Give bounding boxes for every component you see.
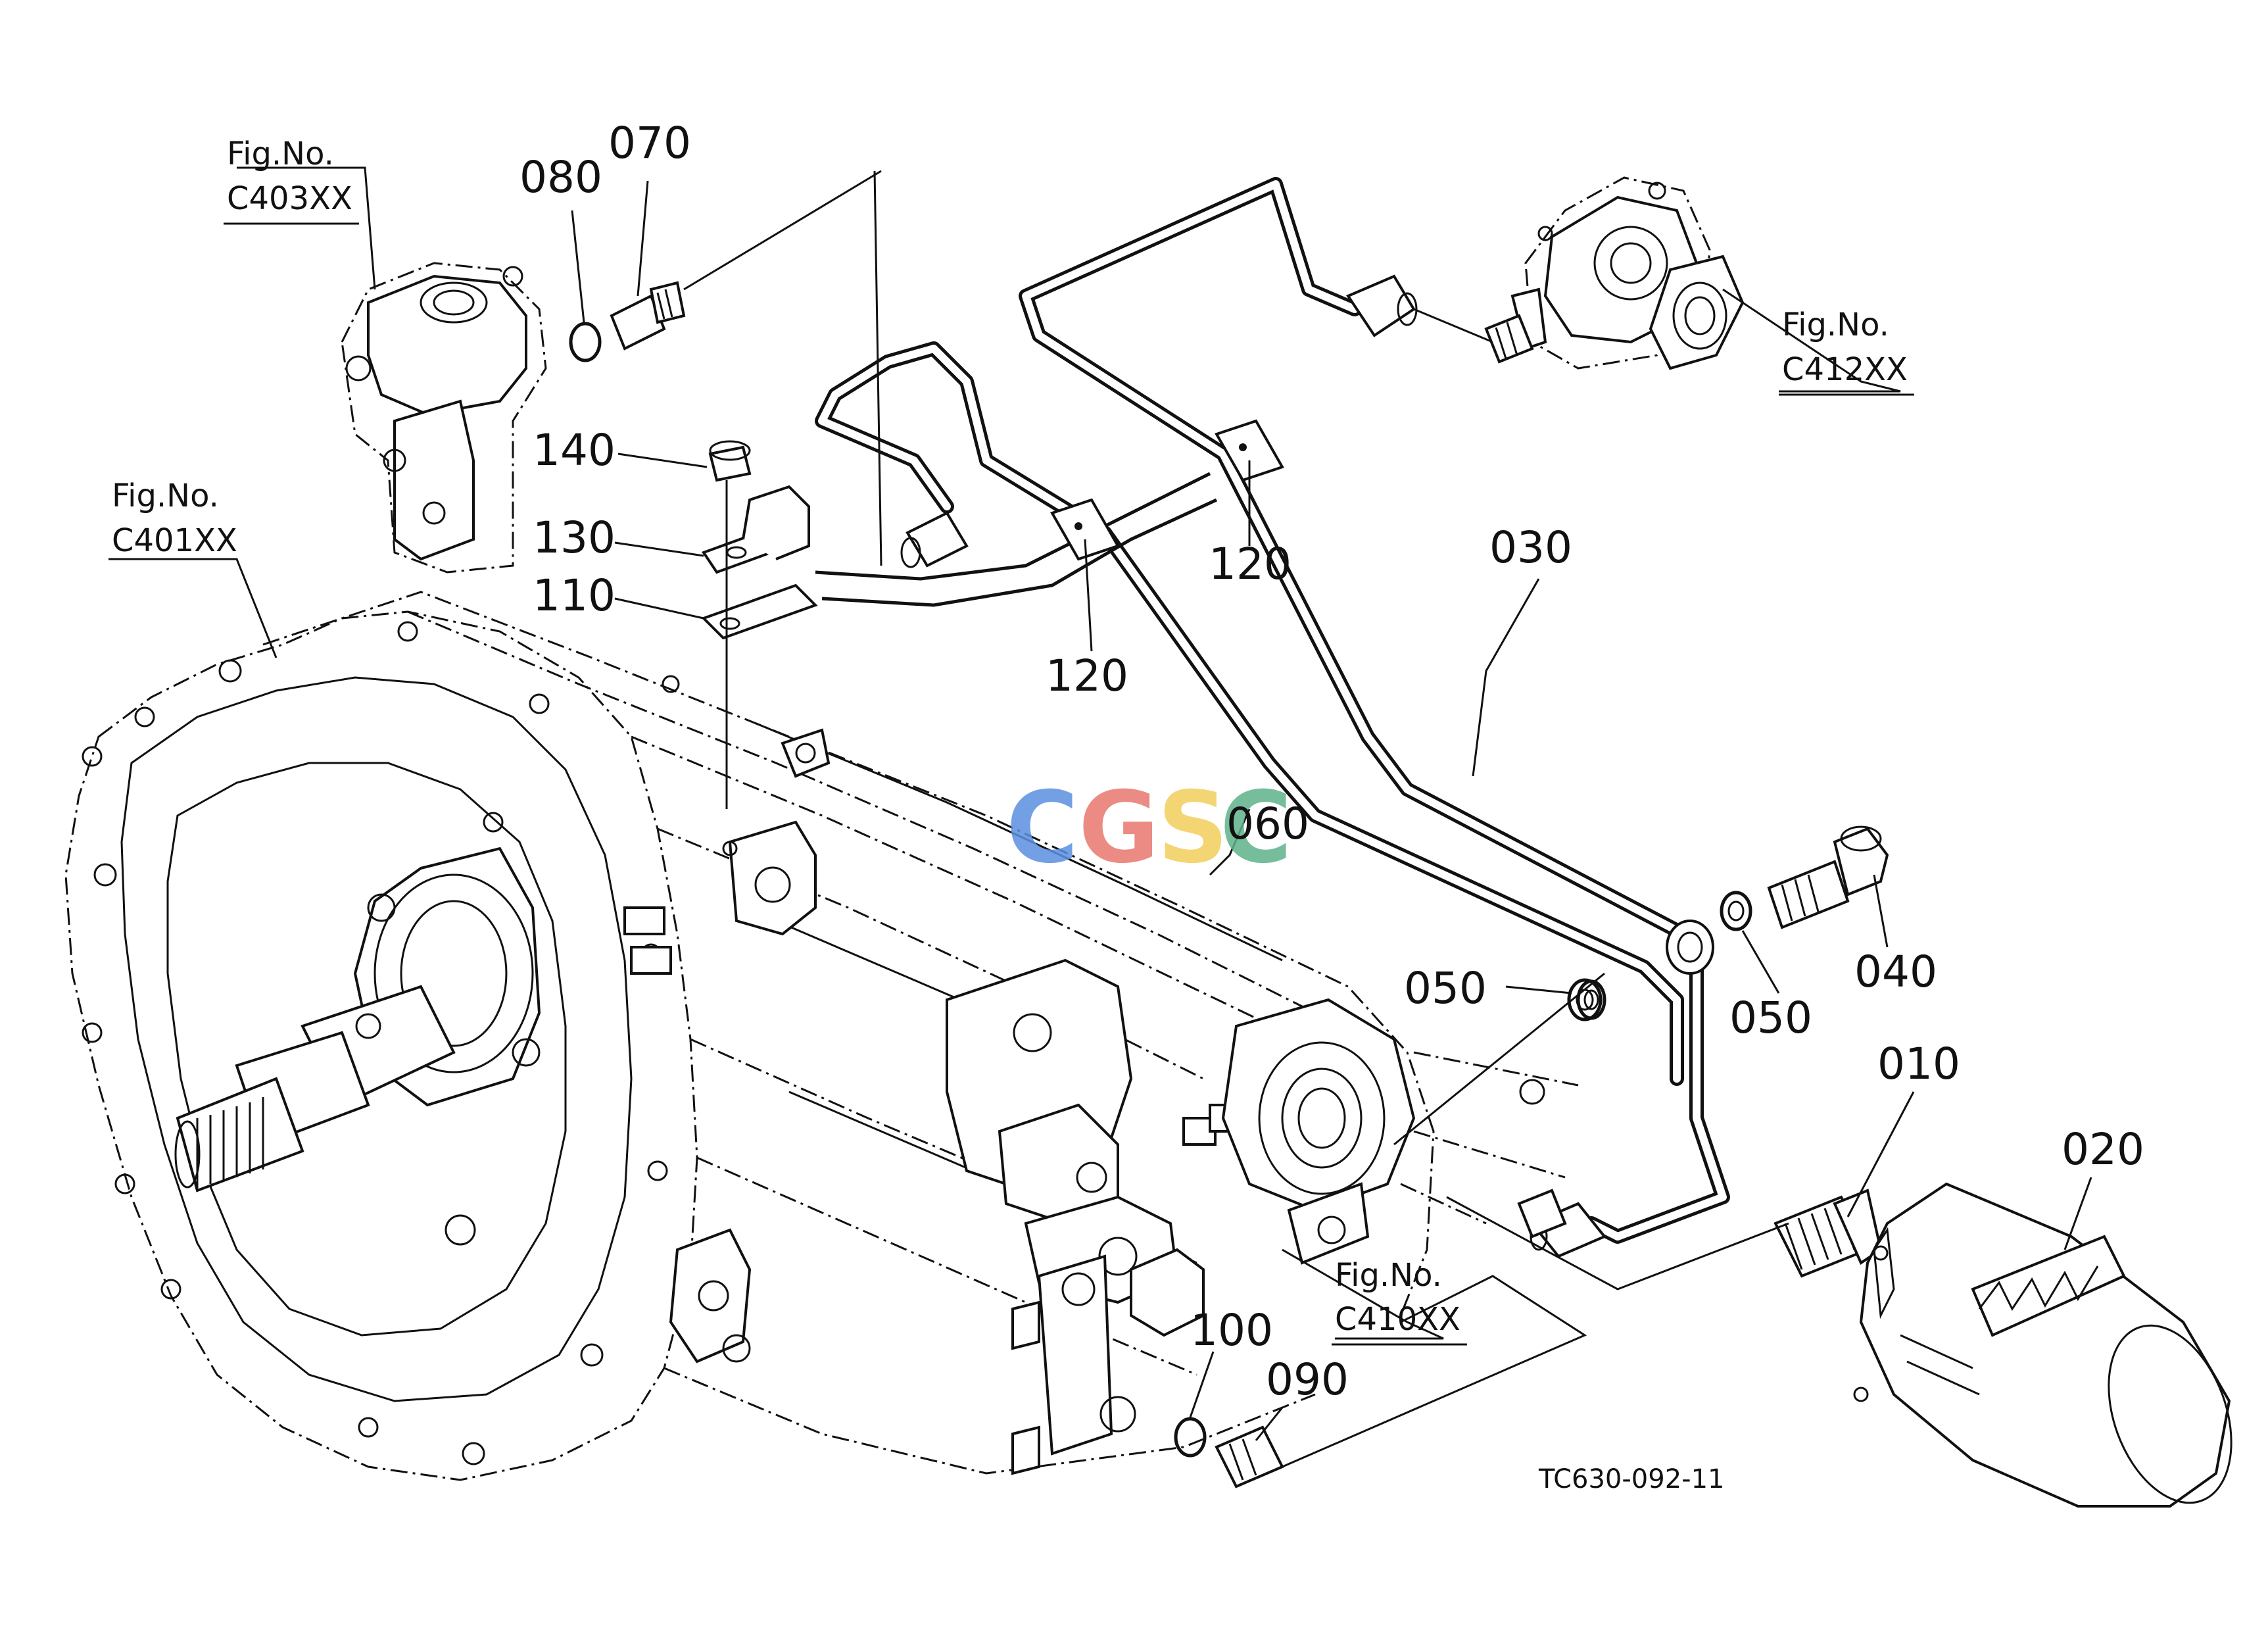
svg-text:S: S — [1157, 771, 1228, 885]
callout-050-right[interactable]: 050 — [1729, 993, 1812, 1043]
oring-100 — [1174, 1417, 1207, 1458]
callout-080[interactable]: 080 — [519, 152, 602, 203]
figure-ref-label: Fig.No. — [1782, 307, 1889, 343]
figure-ref-c412[interactable]: Fig.No. C412XX — [1779, 307, 1914, 396]
callout-100[interactable]: 100 — [1190, 1305, 1273, 1356]
bolt-140 — [708, 440, 752, 506]
svg-text:G: G — [1078, 771, 1159, 885]
figure-ref-c403[interactable]: Fig.No. C403XX — [224, 135, 359, 225]
fitting-c412 — [1484, 314, 1534, 364]
nipple-010 — [1773, 1189, 1883, 1278]
callout-030[interactable]: 030 — [1489, 522, 1572, 573]
figure-ref-code[interactable]: C412XX — [1782, 351, 1908, 388]
callout-020[interactable]: 020 — [2062, 1124, 2144, 1175]
figure-ref-label: Fig.No. — [227, 135, 334, 172]
drawing-code: TC630-092-11 — [1538, 1464, 1724, 1494]
figure-ref-code[interactable]: C403XX — [227, 180, 352, 217]
pipe-fittings — [900, 274, 1607, 1258]
pipe-clamps-120 — [1050, 419, 1284, 561]
figure-ref-code[interactable]: C401XX — [112, 522, 237, 559]
svg-text:C: C — [1006, 771, 1078, 885]
callouts: 080 070 140 130 110 120 120 030 060 050 … — [519, 118, 2144, 1405]
hose-routing-line — [873, 170, 882, 566]
svg-text:C: C — [1220, 771, 1292, 885]
valve-unit-c412 — [1510, 176, 1745, 370]
valve-housing-c403 — [341, 262, 547, 574]
callout-120-lower[interactable]: 120 — [1046, 651, 1128, 701]
callout-140[interactable]: 140 — [533, 425, 615, 476]
callout-110[interactable]: 110 — [533, 570, 615, 621]
callout-040[interactable]: 040 — [1854, 946, 1937, 997]
figure-ref-code[interactable]: C410XX — [1335, 1301, 1460, 1338]
callout-130[interactable]: 130 — [533, 512, 615, 563]
callout-050-left[interactable]: 050 — [1404, 963, 1487, 1014]
pipe-060 — [815, 341, 1684, 1086]
fitting-070 — [610, 281, 686, 351]
bolt-040 — [1767, 825, 1889, 929]
figure-ref-c410[interactable]: Fig.No. C410XX — [1332, 1257, 1467, 1346]
figure-ref-label: Fig.No. — [112, 478, 219, 514]
plate-110 — [701, 583, 818, 640]
callout-010[interactable]: 010 — [1877, 1039, 1960, 1089]
clamp-130 — [701, 485, 810, 574]
oil-filter-020 — [1853, 1182, 2232, 1508]
hose — [815, 472, 1218, 607]
callout-070[interactable]: 070 — [608, 118, 691, 168]
pipe-030 — [1019, 177, 1730, 1244]
fitting-090 — [1215, 1425, 1284, 1488]
figure-ref-c401[interactable]: Fig.No. C401XX — [109, 478, 237, 560]
banjo-fitting — [1666, 920, 1714, 975]
oring-080 — [569, 322, 602, 362]
washer-050-right — [1720, 891, 1752, 931]
transmission-housing — [64, 591, 1579, 1481]
callout-090[interactable]: 090 — [1266, 1354, 1349, 1405]
callout-060[interactable]: 060 — [1226, 799, 1309, 849]
figure-ref-label: Fig.No. — [1335, 1257, 1442, 1294]
callout-120-upper[interactable]: 120 — [1209, 539, 1291, 589]
watermark: C G S C — [1006, 771, 1292, 885]
